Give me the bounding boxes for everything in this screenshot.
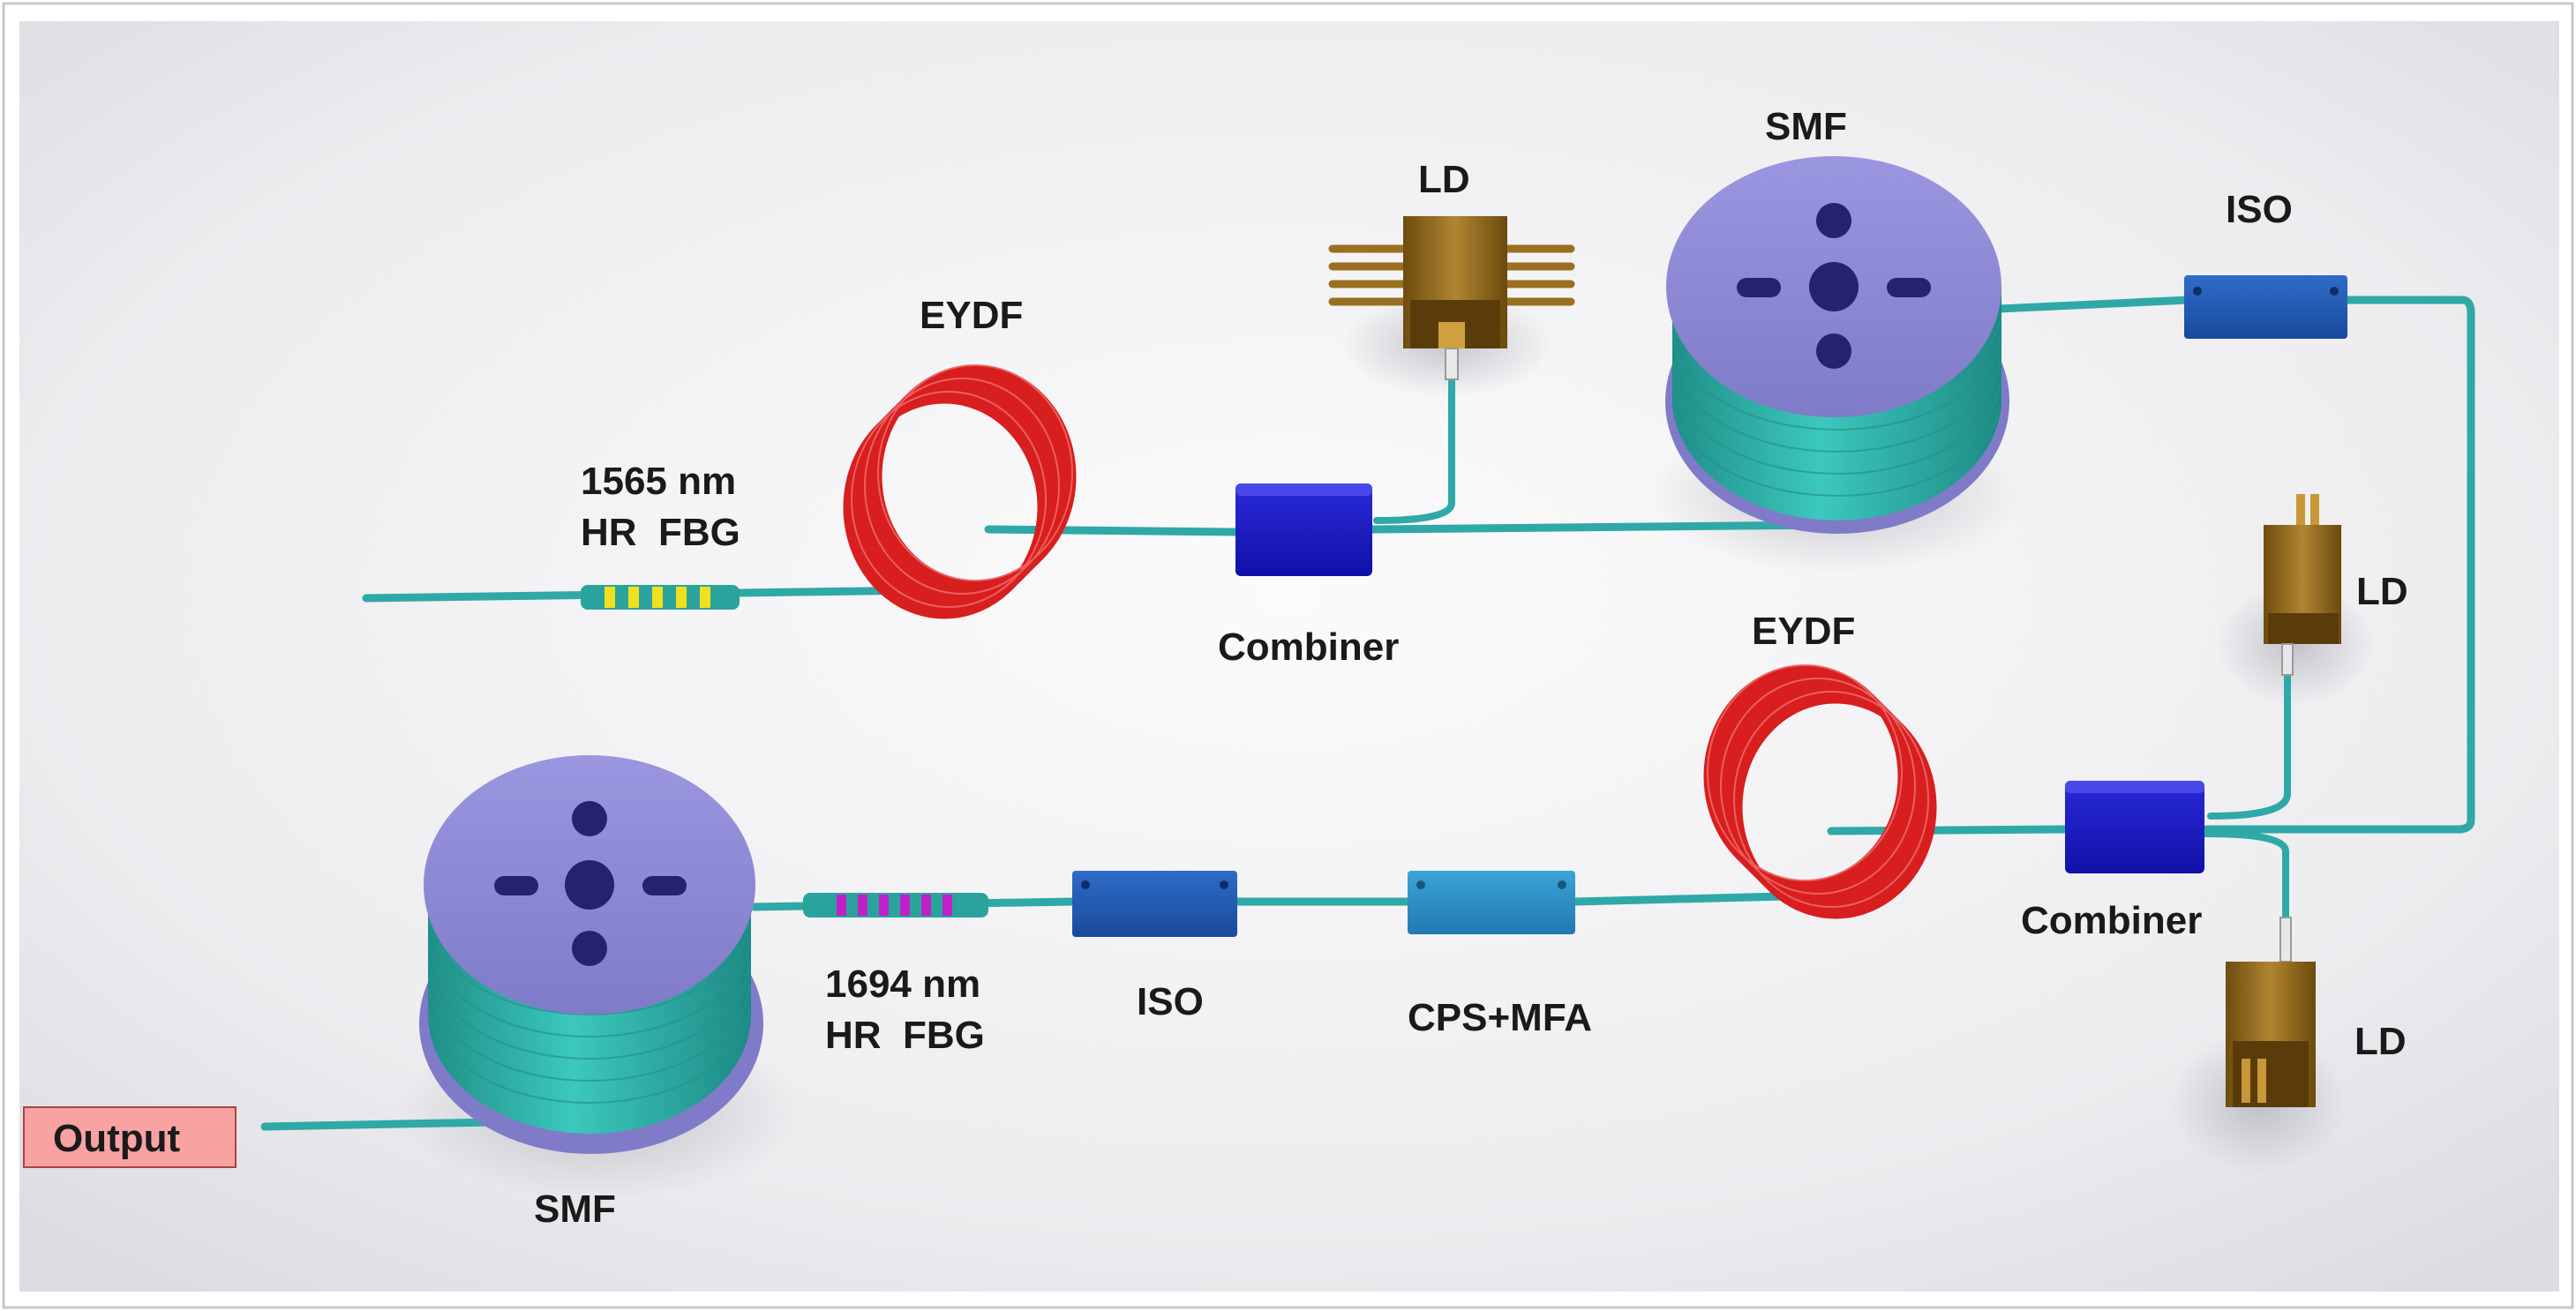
combiner-icon	[2065, 781, 2204, 873]
label-combiner-top: Combiner	[1218, 626, 1399, 669]
grating-line	[700, 587, 710, 608]
spool-slot	[1737, 278, 1781, 297]
grating-line	[921, 895, 931, 916]
ld-output-ferrule	[1445, 348, 1459, 380]
labels: 1565 nm HR FBG EYDF LD SMF ISO Combiner …	[53, 105, 2408, 1231]
cps-mfa-icon	[1408, 871, 1575, 934]
spool-hole	[1816, 333, 1851, 369]
label-smf-top: SMF	[1765, 105, 1847, 148]
fiber-smf-to-iso	[1994, 296, 2193, 313]
grating-line	[900, 895, 910, 916]
ld-pin	[2257, 1059, 2266, 1103]
isolator-icon	[1072, 871, 1237, 937]
fiber-ld-right-lower	[2203, 830, 2289, 948]
fiber-combiner-to-eydf	[1827, 825, 2069, 835]
label-iso-top: ISO	[2226, 188, 2293, 231]
combiner-highlight	[2065, 781, 2204, 793]
ld-right-lower	[2226, 917, 2316, 1107]
output-box	[23, 1106, 237, 1168]
grating-line	[943, 895, 952, 916]
label-fbg-1694-wavelength: 1694 nm	[825, 963, 980, 1006]
ld-right-upper	[2264, 494, 2341, 676]
grating-line	[837, 895, 846, 916]
label-ld-top: LD	[1418, 158, 1470, 201]
label-ld-right-upper: LD	[2356, 570, 2408, 613]
ld-pin	[2242, 1059, 2250, 1103]
ld-pins	[1328, 244, 1575, 306]
spool-hole	[1809, 262, 1859, 311]
label-cps-mfa: CPS+MFA	[1408, 996, 1592, 1039]
label-output: Output	[53, 1117, 181, 1160]
ld-output-ferrule	[2279, 917, 2292, 963]
fiber-eydf-to-combiner	[984, 525, 1240, 536]
cps-mfa	[1408, 871, 1575, 934]
spool-slot	[642, 876, 687, 895]
spool-hole	[572, 931, 607, 966]
ld-pin	[2310, 494, 2319, 529]
iso-top	[2184, 275, 2347, 339]
fiber-top-ld	[1373, 371, 1455, 524]
eydf-top	[843, 364, 1077, 619]
coil-highlight	[851, 364, 1073, 608]
label-iso-bottom: ISO	[1137, 980, 1204, 1023]
grating-line	[605, 587, 615, 608]
label-fbg-1565-wavelength: 1565 nm	[581, 460, 736, 503]
ld-pin	[2296, 494, 2305, 529]
spool-slot	[494, 876, 538, 895]
coil-highlight	[1707, 664, 1929, 908]
smf-bottom	[419, 755, 763, 1154]
ld-tab	[1438, 322, 1465, 348]
label-eydf-top: EYDF	[920, 294, 1023, 337]
fiber-right-loop	[2202, 296, 2475, 834]
spool-hole	[565, 860, 614, 910]
grating-line	[676, 587, 687, 608]
combiner-top	[1235, 483, 1372, 576]
smf-top	[1665, 156, 2009, 534]
combiner-icon	[1235, 483, 1372, 576]
spool-hole	[572, 801, 607, 836]
iso-bottom	[1072, 871, 1237, 937]
label-combiner-bottom: Combiner	[2021, 899, 2202, 942]
fbg-1565	[581, 585, 740, 610]
fiber-combiner-to-smf	[1368, 521, 1836, 534]
grating-line	[628, 587, 639, 608]
ld-output-ferrule	[2281, 643, 2294, 676]
spool-slot	[1887, 278, 1931, 297]
grating-line	[858, 895, 867, 916]
label-fbg-1565-type: HR FBG	[581, 511, 740, 554]
label-eydf-bottom: EYDF	[1752, 610, 1855, 653]
eydf-bottom	[1703, 664, 1937, 919]
isolator-icon	[2184, 275, 2347, 339]
grating-line	[652, 587, 663, 608]
fiber-bragg-grating-icon	[803, 893, 988, 918]
label-fbg-1694-type: HR FBG	[825, 1014, 985, 1057]
grating-line	[879, 895, 889, 916]
fbg-1694	[803, 893, 988, 918]
fiber-ld-right-upper	[2207, 667, 2291, 820]
label-ld-right-lower: LD	[2354, 1020, 2407, 1063]
ld-base	[2268, 613, 2339, 644]
ld-top	[1328, 216, 1575, 380]
combiner-highlight	[1235, 483, 1372, 496]
spool-hole	[1816, 203, 1851, 238]
label-smf-bottom: SMF	[534, 1187, 616, 1231]
combiner-bottom	[2065, 781, 2204, 873]
